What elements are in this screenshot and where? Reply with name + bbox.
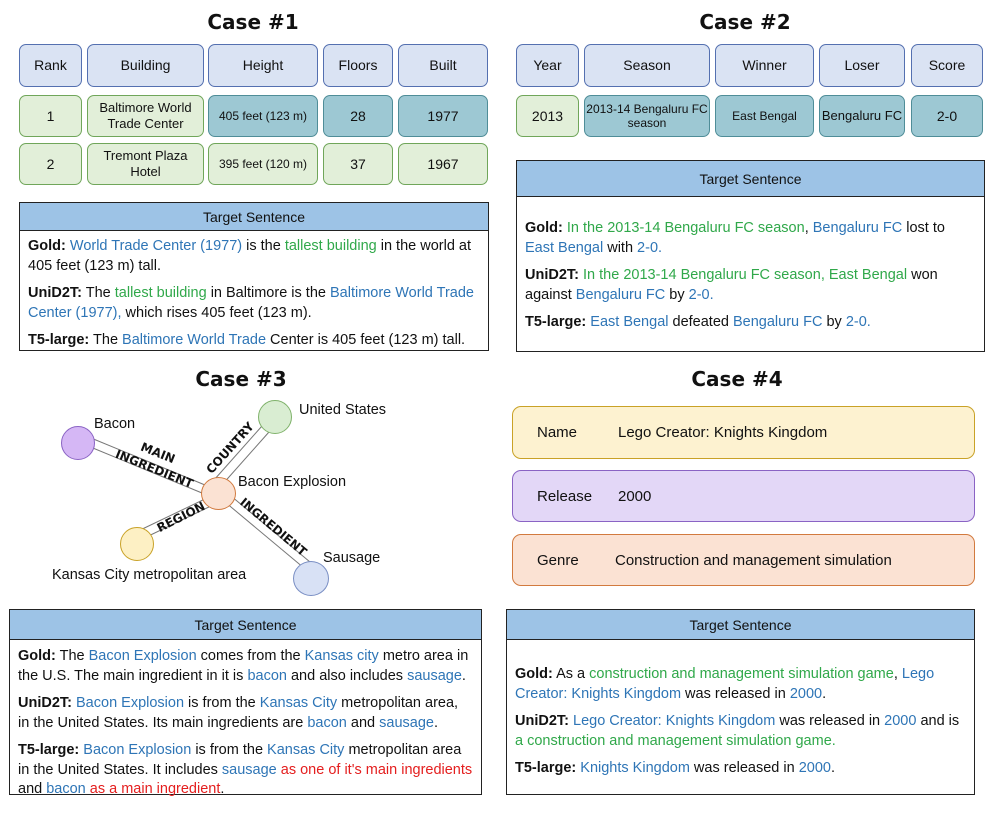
case1-cell: 28 bbox=[323, 95, 393, 137]
case1-header-height: Height bbox=[208, 44, 318, 87]
unid2t-sentence: UniD2T: Lego Creator: Knights Kingdom wa… bbox=[515, 713, 960, 749]
case1-target-box: Target Sentence Gold: World Trade Center… bbox=[19, 202, 489, 351]
target-sentence-header: Target Sentence bbox=[20, 203, 488, 231]
case4-title: Case #4 bbox=[691, 367, 783, 391]
case2-cell: Bengaluru FC bbox=[819, 95, 905, 137]
case1-title: Case #1 bbox=[207, 10, 299, 34]
case3-target-box: Target Sentence Gold: The Bacon Explosio… bbox=[9, 609, 482, 797]
case1-cell: 1977 bbox=[398, 95, 488, 137]
target-sentence-header: Target Sentence bbox=[10, 610, 481, 640]
t5-sentence: T5-large: Knights Kingdom was released i… bbox=[515, 760, 836, 777]
target-sentence-header: Target Sentence bbox=[507, 610, 974, 640]
node-bacon-explosion bbox=[201, 477, 236, 510]
case1-cell: 2 bbox=[19, 143, 82, 185]
target-sentence-header: Target Sentence bbox=[517, 161, 984, 197]
gold-sentence: Gold: The Bacon Explosion comes from the… bbox=[18, 648, 469, 684]
t5-sentence: T5-large: East Bengal defeated Bengaluru… bbox=[525, 314, 871, 331]
gold-sentence: Gold: As a construction and management s… bbox=[515, 666, 935, 702]
case1-header-built: Built bbox=[398, 44, 488, 87]
case4-target-box: Target Sentence Gold: As a construction … bbox=[506, 609, 975, 795]
case1-cell: 405 feet (123 m) bbox=[208, 95, 318, 137]
attr-key: Release bbox=[537, 487, 593, 505]
attr-name: Name Lego Creator: Knights Kingdom bbox=[512, 406, 975, 459]
case2-cell: 2013 bbox=[516, 95, 579, 137]
attr-value: Construction and management simulation bbox=[615, 551, 892, 569]
case1-cell: Baltimore World Trade Center bbox=[87, 95, 204, 137]
case3-graph-edges bbox=[87, 425, 311, 569]
case1-header-building: Building bbox=[87, 44, 204, 87]
attr-key: Name bbox=[537, 424, 578, 441]
node-bacon bbox=[61, 426, 95, 460]
case1-cell: Tremont Plaza Hotel bbox=[87, 143, 204, 185]
case2-cell: 2013-14 Bengaluru FC season bbox=[584, 95, 710, 137]
unid2t-sentence: UniD2T: The tallest building in Baltimor… bbox=[28, 285, 474, 321]
attr-release: Release 2000 bbox=[512, 470, 975, 522]
node-sausage bbox=[293, 561, 329, 596]
case1-header-rank: Rank bbox=[19, 44, 82, 87]
case2-header-loser: Loser bbox=[819, 44, 905, 87]
case3-title: Case #3 bbox=[195, 367, 287, 391]
t5-sentence: T5-large: Bacon Explosion is from the Ka… bbox=[18, 742, 473, 798]
case2-title: Case #2 bbox=[699, 10, 791, 34]
case2-cell: 2-0 bbox=[911, 95, 983, 137]
node-united-states bbox=[258, 400, 292, 434]
unid2t-sentence: UniD2T: Bacon Explosion is from the Kans… bbox=[18, 695, 459, 731]
case2-header-season: Season bbox=[584, 44, 710, 87]
gold-sentence: Gold: In the 2013-14 Bengaluru FC season… bbox=[525, 220, 945, 256]
case2-target-box: Target Sentence Gold: In the 2013-14 Ben… bbox=[516, 160, 985, 352]
case1-cell: 395 feet (120 m) bbox=[208, 143, 318, 185]
case1-cell: 1967 bbox=[398, 143, 488, 185]
case2-header-year: Year bbox=[516, 44, 579, 87]
label-sausage: Sausage bbox=[323, 550, 381, 566]
unid2t-sentence: UniD2T: In the 2013-14 Bengaluru FC seas… bbox=[525, 267, 938, 303]
attr-key: Genre bbox=[537, 551, 579, 569]
gold-sentence: Gold: World Trade Center (1977) is the t… bbox=[28, 238, 472, 274]
label-bacon: Bacon bbox=[94, 416, 136, 432]
label-united-states: United States bbox=[299, 402, 387, 418]
attr-value: 2000 bbox=[618, 487, 652, 505]
attr-genre: Genre Construction and management simula… bbox=[512, 534, 975, 586]
label-kansas-city: Kansas City metropolitan area bbox=[52, 567, 247, 583]
case1-cell: 37 bbox=[323, 143, 393, 185]
node-kansas-city bbox=[120, 527, 154, 561]
case1-cell: 1 bbox=[19, 95, 82, 137]
case2-header-winner: Winner bbox=[715, 44, 814, 87]
case2-cell: East Bengal bbox=[715, 95, 814, 137]
label-bacon-explosion: Bacon Explosion bbox=[238, 474, 347, 490]
attr-value: Lego Creator: Knights Kingdom bbox=[618, 424, 828, 441]
case2-header-score: Score bbox=[911, 44, 983, 87]
case1-header-floors: Floors bbox=[323, 44, 393, 87]
t5-sentence: T5-large: The Baltimore World Trade Cent… bbox=[28, 332, 466, 349]
